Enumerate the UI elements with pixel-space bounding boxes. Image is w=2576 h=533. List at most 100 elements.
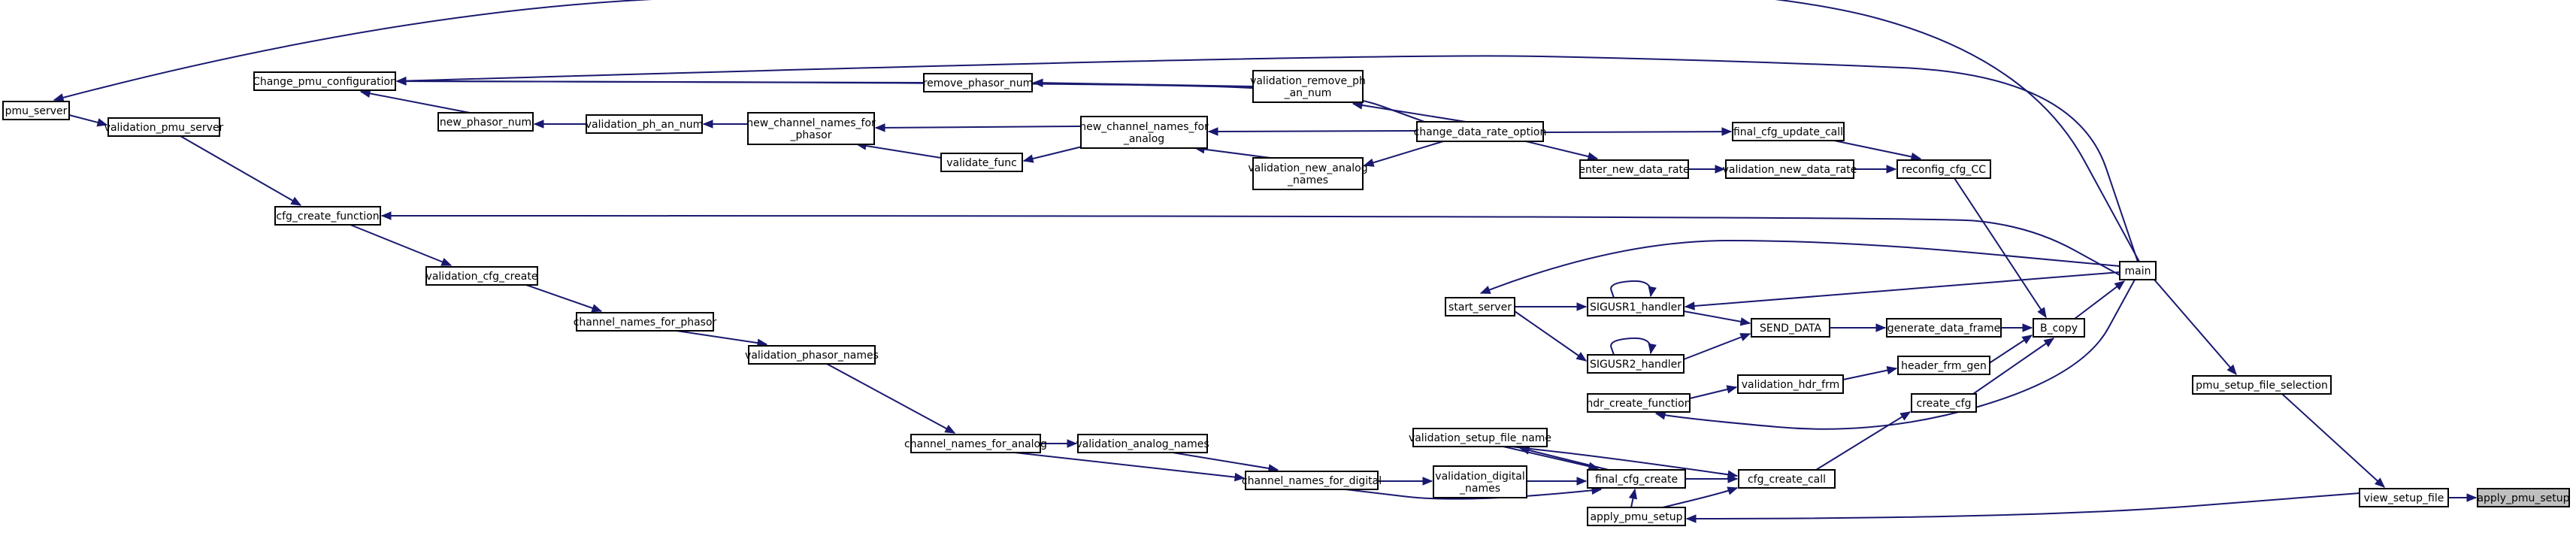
node-apply-pmu-setup[interactable]: apply_pmu_setup (1587, 507, 1686, 526)
node-final-cfg-create[interactable]: final_cfg_create (1587, 469, 1686, 489)
node-validate-func[interactable]: validate_func (940, 153, 1023, 172)
edge-arrowhead (1648, 286, 1657, 298)
edge-line (875, 126, 1082, 129)
node-validation-phasor-names[interactable]: validation_phasor_names (745, 345, 879, 365)
edge-change-data-rate-option-to-validation-new-analog-names (1363, 141, 1444, 167)
node-b-copy[interactable]: B_copy (2033, 318, 2085, 338)
node-validation-remove-ph-an-num[interactable]: validation_remove_ph_an_num (1250, 70, 1366, 103)
node-header-frm-gen[interactable]: header_frm_gen (1897, 356, 1990, 375)
node-validation-analog-names[interactable]: validation_analog_names (1076, 434, 1209, 453)
edge-sigusr1-handler-to-sigusr1-handler (1610, 280, 1657, 298)
node-validation-hdr-frm[interactable]: validation_hdr_frm (1737, 374, 1844, 394)
node-channel-names-for-digital[interactable]: channel_names_for_digital (1242, 471, 1382, 490)
node-create-cfg[interactable]: create_cfg (1911, 393, 1977, 413)
node-label: channel_names_for_phasor (574, 316, 717, 329)
node-pmu-server[interactable]: pmu_server (2, 101, 70, 120)
node-hdr-create-function[interactable]: hdr_create_function (1586, 393, 1691, 413)
node-validation-setup-file-name[interactable]: validation_setup_file_name (1409, 428, 1551, 447)
node-remove-phasor-num[interactable]: remove_phasor_num (923, 73, 1034, 92)
node-cfg-create-function[interactable]: cfg_create_function (274, 206, 381, 226)
node-box (1579, 159, 1689, 179)
node-label: validation_digital (1435, 471, 1524, 483)
edge-line (350, 224, 452, 266)
node-pmu-setup-file-selection[interactable]: pmu_setup_file_selection (2192, 375, 2332, 395)
node-new-channel-names-for-phasor[interactable]: new_channel_names_for_phasor (746, 112, 876, 145)
node-validation-ph-an-num[interactable]: validation_ph_an_num (586, 114, 704, 134)
edge-line (396, 55, 2139, 262)
edge-line (396, 80, 925, 83)
edge-apply-pmu-setup-to-cfg-create-call (1662, 486, 1739, 508)
node-new-channel-names-for-analog[interactable]: new_channel_names_for_analog (1079, 116, 1209, 149)
node-label: validation_phasor_names (745, 350, 879, 362)
edge-validation-new-data-rate-to-reconfig-cfg-cc (1854, 165, 1897, 174)
node-box (576, 312, 714, 332)
edge-validation-digital-names-to-final-cfg-create (1527, 477, 1588, 486)
edge-channel-names-for-analog-to-validation-analog-names (1040, 439, 1078, 448)
node-box (940, 153, 1023, 172)
node-sigusr2-handler[interactable]: SIGUSR2_handler (1587, 354, 1685, 374)
edge-line (2281, 393, 2385, 488)
edge-cfg-create-call-to-create-cfg (1815, 411, 1912, 471)
edge-sigusr2-handler-to-sigusr2-handler (1610, 337, 1657, 356)
edge-line (1686, 492, 2360, 519)
node-box (1412, 428, 1548, 447)
node-validation-new-analog-names[interactable]: validation_new_analog_names (1248, 157, 1368, 190)
node-label: _names (1287, 174, 1328, 186)
node-final-cfg-update-call[interactable]: final_cfg_update_call (1732, 122, 1845, 141)
node-new-phasor-num[interactable]: new_phasor_num (437, 112, 534, 132)
node-generate-data-frame[interactable]: generate_data_frame (1886, 318, 2002, 338)
node-box (1897, 356, 1990, 375)
node-box (437, 112, 534, 132)
node-label: _analog (1123, 133, 1164, 145)
node-send-data[interactable]: SEND_DATA (1751, 318, 1830, 338)
node-apply-pmu-setup-root[interactable]: apply_pmu_setup (2477, 488, 2570, 507)
edge-line (1503, 446, 1599, 469)
node-validation-pmu-server[interactable]: validation_pmu_server (104, 117, 224, 137)
node-change-data-rate-option[interactable]: change_data_rate_option (1414, 121, 1547, 142)
node-box (1587, 393, 1691, 413)
node-enter-new-data-rate[interactable]: enter_new_data_rate (1579, 159, 1690, 179)
edge-arrowhead (1363, 158, 1375, 167)
edge-create-cfg-to-b-copy (1972, 338, 2055, 395)
edge-main-to-hdr-create-function (1654, 279, 2136, 430)
node-channel-names-for-analog[interactable]: channel_names_for_analog (904, 434, 1047, 453)
edge-line (2074, 280, 2125, 319)
node-view-setup-file[interactable]: view_setup_file (2359, 488, 2449, 507)
edge-start-server-to-sigusr1-handler (1515, 302, 1588, 311)
node-box (2, 101, 70, 120)
node-label: pmu_server (5, 105, 68, 117)
node-channel-names-for-phasor[interactable]: channel_names_for_phasor (574, 312, 717, 332)
edge-line (1685, 271, 2120, 307)
edge-validation-analog-names-to-channel-names-for-digital (1172, 452, 1279, 473)
edge-arrowhead (1715, 165, 1726, 174)
node-reconfig-cfg-cc[interactable]: reconfig_cfg_CC (1896, 159, 1991, 179)
node-box (274, 206, 381, 226)
node-start-server[interactable]: start_server (1445, 297, 1515, 316)
node-label: validation_ph_an_num (586, 119, 704, 131)
edge-change-data-rate-option-to-enter-new-data-rate (1525, 141, 1599, 161)
edge-line (676, 330, 767, 345)
edge-line (1972, 338, 2054, 395)
node-validation-cfg-create[interactable]: validation_cfg_create (425, 266, 538, 286)
node-validation-digital-names[interactable]: validation_digital_names (1433, 465, 1527, 498)
edge-arrowhead (1648, 343, 1657, 355)
node-label: view_setup_file (2364, 492, 2444, 504)
edge-validation-phasor-names-to-channel-names-for-analog (826, 363, 956, 434)
node-sigusr1-handler[interactable]: SIGUSR1_handler (1587, 297, 1685, 316)
edge-validation-pmu-server-to-cfg-create-function (180, 135, 302, 206)
edge-new-channel-names-for-phasor-to-validation-ph-an-num (702, 120, 748, 129)
node-main[interactable]: main (2119, 261, 2157, 280)
edge-line (1480, 239, 2120, 294)
node-validation-new-data-rate[interactable]: validation_new_data_rate (1723, 159, 1857, 179)
node-label: create_cfg (1917, 398, 1972, 410)
edge-line (2154, 279, 2237, 375)
edge-cfg-create-function-to-validation-cfg-create (350, 224, 453, 266)
node-box (1896, 159, 1991, 179)
node-cfg-create-call[interactable]: cfg_create_call (1738, 469, 1836, 489)
node-label: B_copy (2040, 323, 2078, 335)
edge-arrowhead (1587, 152, 1599, 161)
node-change-pmu-configuration[interactable]: Change_pmu_configuration (253, 71, 397, 91)
edge-line (1194, 147, 1271, 159)
edge-line (360, 91, 471, 114)
edge-arrowhead (1234, 472, 1246, 482)
